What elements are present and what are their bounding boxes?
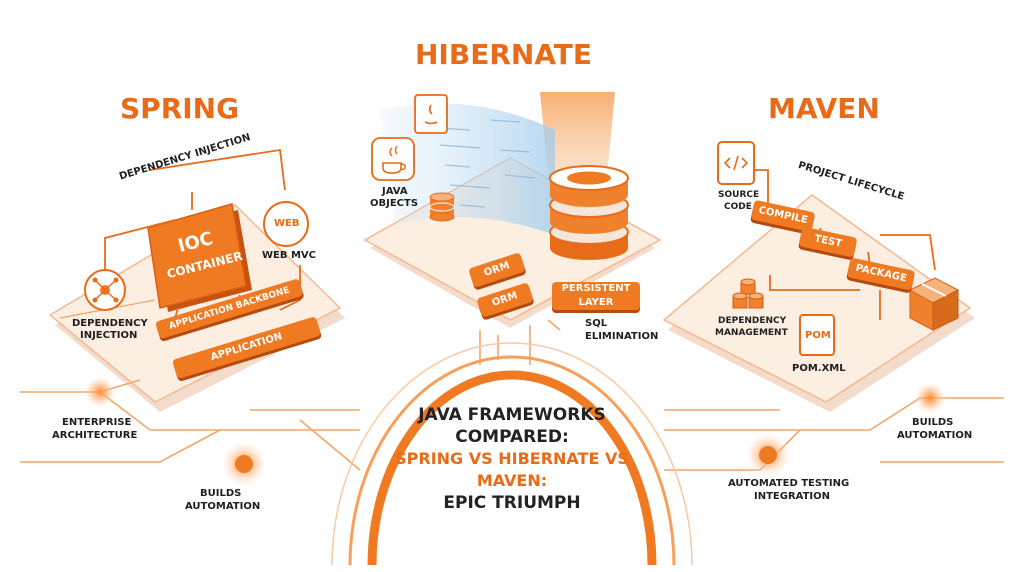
builds-automation-right-label-2: AUTOMATION bbox=[897, 430, 973, 441]
headline-line-4: MAVEN: bbox=[476, 471, 548, 490]
persistent-layer-line1: PERSISTENT bbox=[552, 282, 640, 296]
dependency-injection-label-1: DEPENDENCY bbox=[72, 318, 148, 329]
dependency-management-label-1: DEPENDENCY bbox=[718, 316, 787, 326]
source-code-label-1: SOURCE bbox=[718, 190, 760, 200]
maven-platform bbox=[662, 194, 975, 412]
persistent-layer-line2: LAYER bbox=[552, 296, 640, 310]
sql-label-2: ELIMINATION bbox=[585, 331, 659, 342]
dependency-network-icon bbox=[84, 269, 126, 311]
headline-line-5: EPIC TRIUMPH bbox=[443, 493, 581, 513]
java-objects-label-2: OBJECTS bbox=[370, 198, 419, 209]
pom-file-icon bbox=[799, 314, 835, 356]
glow-nodes bbox=[84, 376, 946, 486]
automated-testing-label-2: INTEGRATION bbox=[754, 491, 831, 502]
dependency-injection-label-2: INJECTION bbox=[80, 330, 138, 341]
pom-xml-label: POM.XML bbox=[792, 363, 846, 374]
enterprise-architecture-label-1: ENTERPRISE bbox=[62, 417, 132, 428]
pom-icon-text: POM bbox=[805, 330, 831, 341]
source-code-icon bbox=[717, 141, 755, 185]
package-box-icon bbox=[908, 277, 960, 331]
title-hibernate: HIBERNATE bbox=[415, 38, 593, 71]
dependency-management-icon bbox=[732, 278, 764, 309]
center-headline: JAVA FRAMEWORKS COMPARED: SPRING VS HIBE… bbox=[362, 404, 662, 514]
builds-automation-left-label-2: AUTOMATION bbox=[185, 501, 261, 512]
database-stack-icon bbox=[549, 165, 629, 260]
java-file-icon bbox=[414, 94, 448, 134]
sql-label-1: SQL bbox=[585, 318, 608, 329]
source-code-label-2: CODE bbox=[724, 202, 752, 212]
web-mvc-icon bbox=[263, 201, 309, 247]
headline-line-2: COMPARED: bbox=[455, 427, 569, 447]
web-icon-text: WEB bbox=[274, 218, 300, 229]
dependency-management-label-2: MANAGEMENT bbox=[715, 328, 788, 338]
java-cup-icon bbox=[371, 137, 415, 181]
title-maven: MAVEN bbox=[768, 92, 880, 125]
title-spring: SPRING bbox=[120, 92, 240, 125]
java-objects-label-1: JAVA bbox=[382, 186, 408, 197]
automated-testing-label-1: AUTOMATED TESTING bbox=[728, 478, 850, 489]
builds-automation-right-label-1: BUILDS bbox=[912, 417, 954, 428]
enterprise-architecture-label-2: ARCHITECTURE bbox=[52, 430, 138, 441]
web-mvc-label: WEB MVC bbox=[262, 250, 316, 261]
data-flow-stream bbox=[380, 103, 555, 235]
small-database-icon bbox=[429, 192, 455, 222]
ioc-container-block bbox=[147, 203, 252, 312]
connector-lines bbox=[20, 319, 1004, 471]
headline-line-3: SPRING VS HIBERNATE VS bbox=[395, 449, 629, 468]
center-arcs bbox=[331, 342, 693, 566]
builds-automation-left-label-1: BUILDS bbox=[200, 488, 242, 499]
headline-line-1: JAVA FRAMEWORKS bbox=[418, 405, 606, 425]
